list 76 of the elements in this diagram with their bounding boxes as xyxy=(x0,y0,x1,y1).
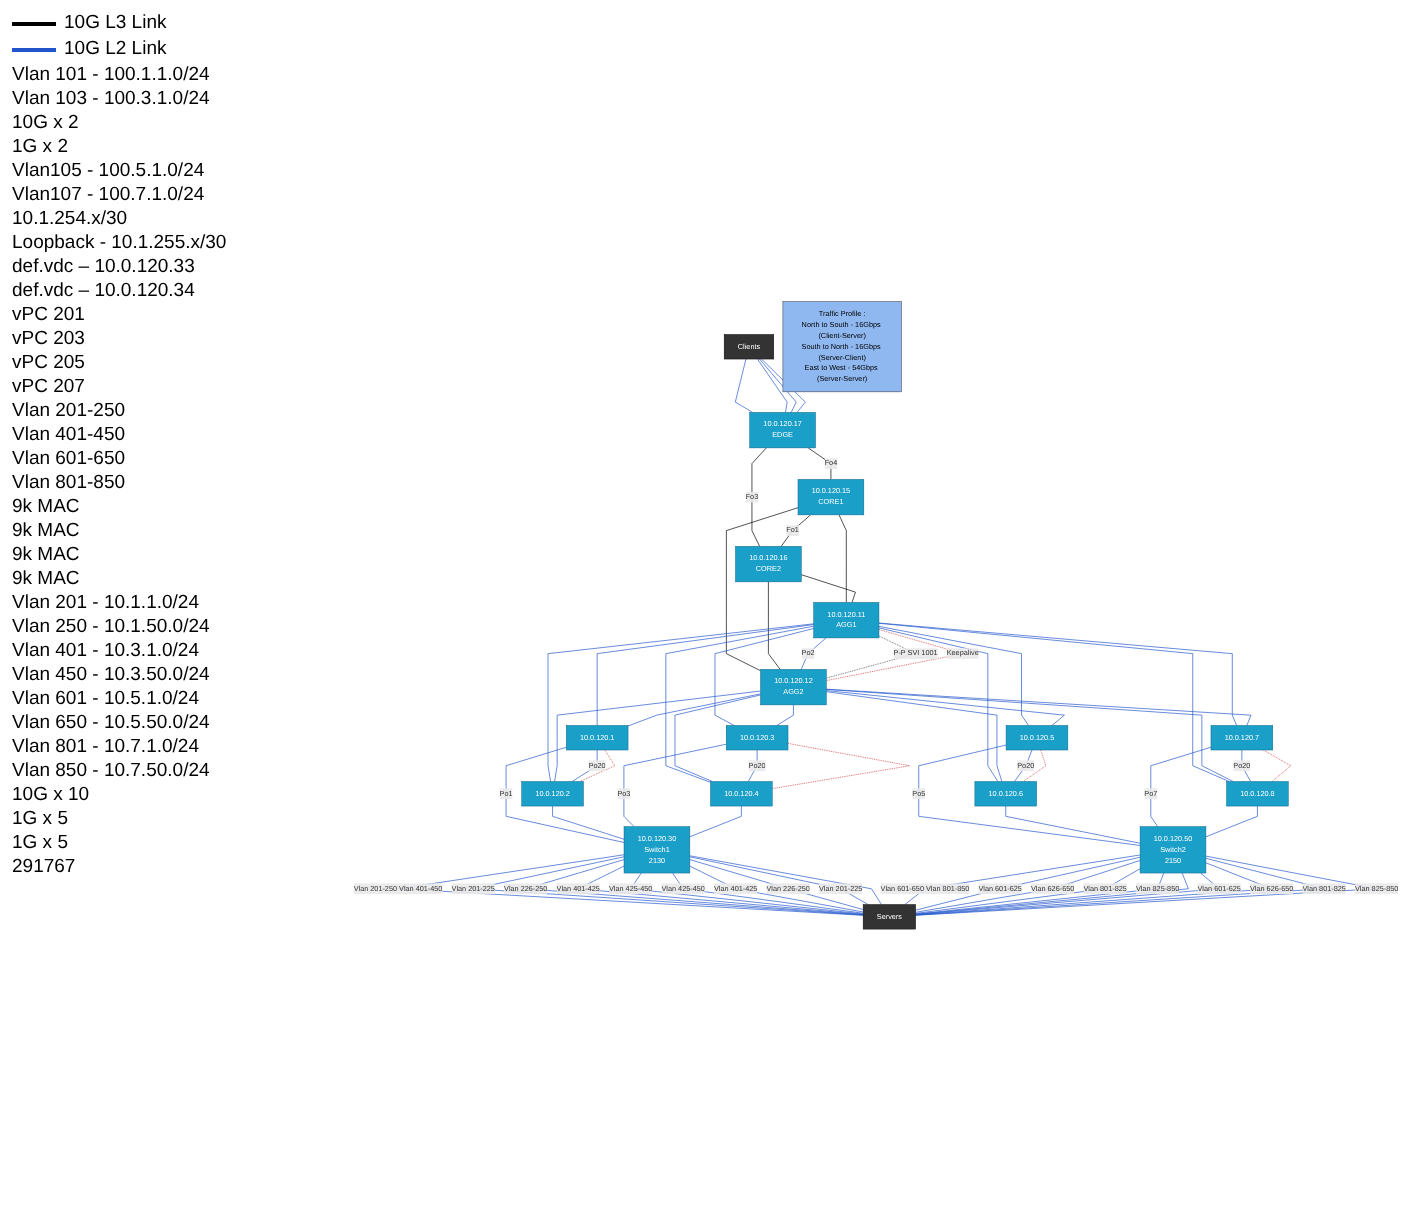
annotation-label: Vlan107 - 100.7.1.0/24 xyxy=(12,184,207,206)
annotation-label: Vlan 201 - 10.1.1.0/24 xyxy=(12,592,201,614)
annotation-label: Loopback - 10.1.255.x/30 xyxy=(12,232,229,254)
annotation-label: Vlan 401-450 xyxy=(12,424,128,446)
connector xyxy=(672,872,864,914)
annotation-label: 10G x 10 xyxy=(12,784,92,806)
connector xyxy=(726,506,799,671)
connector xyxy=(547,623,814,782)
connector xyxy=(826,690,1003,782)
legend-label: 10G L3 Link xyxy=(64,12,167,34)
annotation-label: 10.1.254.x/30 xyxy=(12,208,130,230)
annotation-label: 291767 xyxy=(12,856,78,878)
annotation-label: vPC 205 xyxy=(12,352,87,374)
annotation-label: Vlan 850 - 10.7.50.0/24 xyxy=(12,760,212,782)
connector xyxy=(826,688,1252,726)
connector xyxy=(826,689,1065,726)
annotation-label: 1G x 5 xyxy=(12,808,70,830)
connector xyxy=(768,581,781,670)
connector xyxy=(627,693,761,726)
annotation-label: Vlan 601-650 xyxy=(12,448,128,470)
connector xyxy=(776,704,794,726)
annotation-label: Vlan105 - 100.5.1.0/24 xyxy=(12,160,207,182)
annotation-label: def.vdc – 10.0.120.33 xyxy=(12,256,197,278)
legend-label: 10G L2 Link xyxy=(64,38,167,60)
connector xyxy=(674,694,761,782)
annotation-label: vPC 203 xyxy=(12,328,87,350)
annotation-label: Vlan 801 - 10.7.1.0/24 xyxy=(12,736,201,758)
connector xyxy=(904,854,1141,905)
annotation-label: vPC 207 xyxy=(12,376,87,398)
annotation-label: vPC 201 xyxy=(12,304,87,326)
annotation-label: 1G x 5 xyxy=(12,832,70,854)
connector xyxy=(1150,746,1212,827)
annotation-label: 10G x 2 xyxy=(12,112,81,134)
annotation-label: Vlan 401 - 10.3.1.0/24 xyxy=(12,640,201,662)
connector xyxy=(505,746,625,843)
connector xyxy=(757,358,788,413)
connector xyxy=(878,625,1029,726)
connector xyxy=(1005,805,1141,844)
connector xyxy=(1241,749,1251,782)
annotation-label: Vlan 801-850 xyxy=(12,472,128,494)
connector xyxy=(759,358,797,413)
connector xyxy=(571,749,598,782)
connector xyxy=(552,805,625,840)
connector xyxy=(915,868,1141,914)
annotation-label: Vlan 201-250 xyxy=(12,400,128,422)
connector xyxy=(734,358,753,413)
connector xyxy=(838,514,847,603)
connector xyxy=(596,623,814,726)
connector xyxy=(689,805,742,837)
connector xyxy=(878,627,999,782)
annotation-label: Vlan 650 - 10.5.50.0/24 xyxy=(12,712,212,734)
annotation-label: def.vdc – 10.0.120.34 xyxy=(12,280,197,302)
annotation-label: Vlan 601 - 10.5.1.0/24 xyxy=(12,688,201,710)
connector xyxy=(801,574,856,603)
connector xyxy=(918,744,1141,846)
annotation-label: Vlan 103 - 100.3.1.0/24 xyxy=(12,88,212,110)
connector xyxy=(1205,805,1258,837)
annotation-label: 1G x 2 xyxy=(12,136,70,158)
connector xyxy=(665,625,814,783)
connector xyxy=(630,872,864,914)
annotation-label: Vlan 101 - 100.1.1.0/24 xyxy=(12,64,212,86)
connector xyxy=(800,637,827,670)
annotation-label: 9k MAC xyxy=(12,520,82,542)
connector xyxy=(554,690,761,782)
connector xyxy=(747,749,758,782)
connector xyxy=(878,622,1237,726)
annotation-label: Vlan 250 - 10.1.50.0/24 xyxy=(12,616,212,638)
annotation-label: Vlan 450 - 10.3.50.0/24 xyxy=(12,664,212,686)
connector xyxy=(751,447,767,547)
connector xyxy=(771,742,910,789)
annotation-label: 9k MAC xyxy=(12,568,82,590)
annotation-label: 9k MAC xyxy=(12,544,82,566)
connector xyxy=(714,627,814,726)
connector xyxy=(780,514,811,547)
connector xyxy=(623,743,727,827)
annotation-label: 9k MAC xyxy=(12,496,82,518)
